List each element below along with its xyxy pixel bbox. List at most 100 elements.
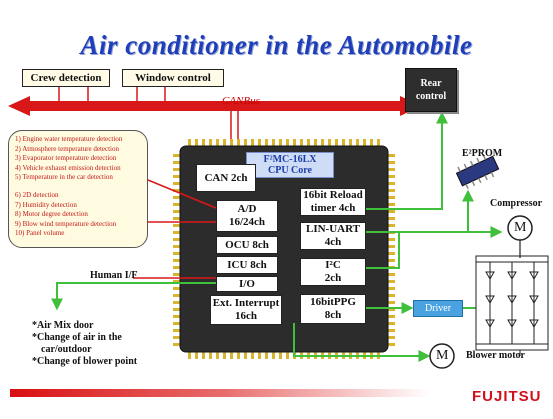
block-i2c: I²C 2ch xyxy=(300,258,366,286)
chip-pin xyxy=(188,352,191,359)
chip-pin xyxy=(279,352,282,359)
chip-pin xyxy=(173,154,180,157)
chip-pin xyxy=(202,352,205,359)
chip-pin xyxy=(388,294,395,297)
canbus-label: CANBus xyxy=(222,95,260,107)
chip-pin xyxy=(265,352,268,359)
window-control-label: Window control xyxy=(135,72,211,84)
chip-pin xyxy=(342,139,345,146)
chip-pin xyxy=(173,336,180,339)
cpu-core-line1: F²MC-16LX xyxy=(263,154,317,165)
sensor-item: 1) Engine water temperature detection xyxy=(15,135,123,143)
chip-pin xyxy=(173,322,180,325)
chip-pin xyxy=(286,139,289,146)
cpu-core-label: F²MC-16LX CPU Core xyxy=(246,152,334,178)
chip-pin xyxy=(388,273,395,276)
block-icu: ICU 8ch xyxy=(216,256,278,274)
output-item: *Change of air in the xyxy=(32,332,122,343)
chip-pin xyxy=(173,238,180,241)
block-ppg-line1: 16bitPPG xyxy=(310,296,356,308)
chip-pin xyxy=(328,139,331,146)
chip-pin xyxy=(230,352,233,359)
human-if-label: Human I/F xyxy=(90,270,138,281)
chip-pin xyxy=(377,139,380,146)
chip-pin xyxy=(293,139,296,146)
crew-detection-box: Crew detection xyxy=(22,69,110,87)
sensor-list: 1) Engine water temperature detection 2)… xyxy=(8,130,148,248)
block-ad-line2: 16/24ch xyxy=(228,216,266,228)
block-io-label: I/O xyxy=(239,277,255,290)
block-ad-line1: A/D xyxy=(237,203,257,215)
chip-pin xyxy=(300,139,303,146)
chip-pin xyxy=(388,189,395,192)
block-lin-uart: LIN-UART 4ch xyxy=(300,222,366,250)
chip-pin xyxy=(251,139,254,146)
rear-control-box: Rear control xyxy=(405,68,457,112)
chip-pin xyxy=(388,259,395,262)
chip-pin xyxy=(173,273,180,276)
compressor-label: Compressor xyxy=(490,198,543,209)
chip-pin xyxy=(314,139,317,146)
chip-pin xyxy=(356,139,359,146)
chip-pin xyxy=(195,139,198,146)
chip-pin xyxy=(195,352,198,359)
chip-pin xyxy=(173,287,180,290)
chip-pin xyxy=(349,139,352,146)
chip-pin xyxy=(244,139,247,146)
sensor-item: 10) Panel volume xyxy=(15,229,65,238)
rear-control-line2: control xyxy=(415,91,447,102)
chip-pin xyxy=(173,189,180,192)
sensor-item: 7) Humidity detection xyxy=(15,200,77,209)
chip-pin xyxy=(265,139,268,146)
eeprom-chip-icon xyxy=(455,154,500,190)
block-ad: A/D 16/24ch xyxy=(216,200,278,232)
chip-pin xyxy=(173,203,180,206)
chip-pin xyxy=(388,238,395,241)
block-can-label: CAN 2ch xyxy=(204,171,248,184)
sensor-item: 2) Atmosphere temperature detection xyxy=(15,144,119,153)
sensor-item: 5) Temperature in the car detection xyxy=(15,173,113,182)
chip-pin xyxy=(258,139,261,146)
driver-box: Driver xyxy=(413,300,463,317)
block-ext-interrupt: Ext. Interrupt 16ch xyxy=(210,295,282,325)
block-ext-line1: Ext. Interrupt xyxy=(212,297,280,309)
chip-pin xyxy=(173,308,180,311)
block-io: I/O xyxy=(216,276,278,292)
output-item: car/outdoor xyxy=(41,344,92,355)
chip-pin xyxy=(388,287,395,290)
chip-pin xyxy=(388,224,395,227)
chip-pin xyxy=(188,139,191,146)
chip-pin xyxy=(216,139,219,146)
sensor-item: 6) 2D detection xyxy=(15,190,59,199)
block-lin-line2: 4ch xyxy=(324,236,342,248)
chip-pin xyxy=(388,301,395,304)
output-item: *Air Mix door xyxy=(32,320,94,331)
sensor-item: 4) Vehicle exhaust emission detection xyxy=(15,163,121,172)
fujitsu-logo: FUJITSU xyxy=(472,388,542,405)
chip-pin xyxy=(173,161,180,164)
cpu-core-line2: CPU Core xyxy=(268,165,312,176)
chip-pin xyxy=(363,139,366,146)
sensor-item: 9) Blow wind temperature detection xyxy=(15,219,117,228)
compressor-motor-symbol: M xyxy=(514,220,527,235)
output-item: *Change of blower point xyxy=(32,356,138,367)
inverter-matrix xyxy=(475,255,549,356)
eeprom-label: E²PROM xyxy=(462,148,503,159)
block-reload-line2: timer 4ch xyxy=(310,202,356,214)
block-reload-line1: 16bit Reload xyxy=(303,189,363,201)
sensor-item: 3) Evaporator temperature detection xyxy=(15,154,117,163)
chip-pin xyxy=(173,252,180,255)
blower-motor-icon xyxy=(429,343,455,369)
chip-pin xyxy=(388,182,395,185)
crew-detection-label: Crew detection xyxy=(30,72,102,84)
chip-pin xyxy=(388,210,395,213)
chip-pin xyxy=(173,196,180,199)
block-can: CAN 2ch xyxy=(196,164,256,192)
chip-pin xyxy=(388,217,395,220)
chip-pin xyxy=(286,352,289,359)
chip-pin xyxy=(388,161,395,164)
crew-bus-links xyxy=(58,85,166,101)
chip-pin xyxy=(388,329,395,332)
chip-pin xyxy=(237,139,240,146)
chip-pin xyxy=(173,315,180,318)
